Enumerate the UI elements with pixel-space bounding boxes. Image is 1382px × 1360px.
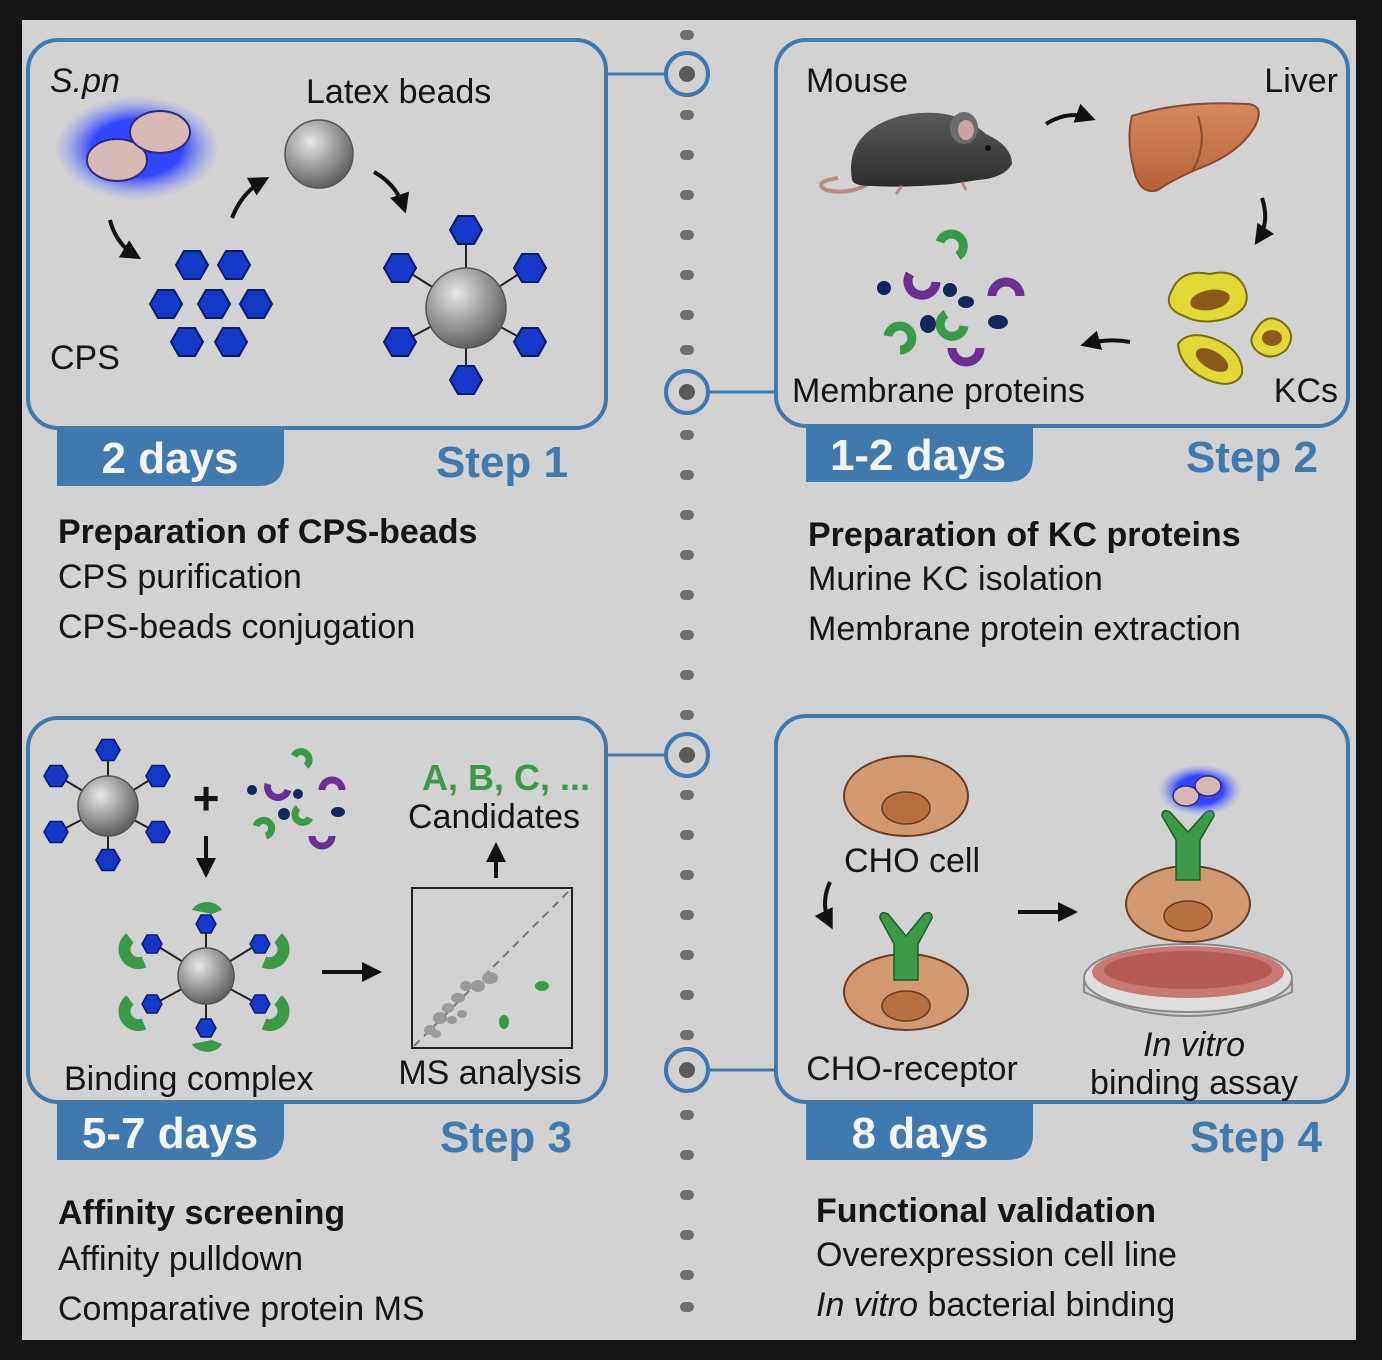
process-arrows-step4 (814, 881, 1078, 930)
label-latex-beads: Latex beads (306, 73, 491, 111)
step4-line2: In vitro bacterial binding (816, 1286, 1175, 1324)
step1-panel: S.pn Latex beads CPS (26, 38, 608, 646)
label-mouse: Mouse (806, 62, 908, 100)
process-arrows-step3 (196, 836, 506, 982)
label-binding-assay: binding assay (1090, 1064, 1298, 1102)
label-cho-cell: CHO cell (844, 842, 980, 880)
step2-panel: Mouse Liver KCs (774, 38, 1350, 648)
step3-panel: + (26, 716, 608, 1328)
liver-illustration (1128, 102, 1260, 192)
candidates-letters: A, B, C, ... (422, 757, 590, 798)
step4-line2-italic: In vitro (816, 1286, 918, 1324)
step2-line1: Murine KC isolation (808, 560, 1103, 598)
mouse-illustration (819, 112, 1012, 195)
step1-label: Step 1 (436, 438, 568, 487)
plus-sign: + (193, 772, 220, 824)
label-candidates: Candidates (408, 798, 580, 836)
step4-title: Functional validation (816, 1192, 1156, 1230)
cho-receptor-cell (843, 911, 969, 1031)
binding-complex (118, 902, 290, 1052)
connector-step3 (606, 732, 710, 778)
kupffer-cells (1168, 271, 1293, 385)
duration-step2: 1-2 days (830, 431, 1006, 480)
duration-step4: 8 days (852, 1109, 989, 1158)
connector-step4 (664, 1047, 776, 1093)
duration-step1: 2 days (102, 434, 239, 483)
cho-cell (843, 755, 969, 837)
label-ms-analysis: MS analysis (398, 1054, 581, 1092)
step3-label: Step 3 (440, 1113, 572, 1162)
step3-title: Affinity screening (58, 1194, 345, 1232)
bacteria-spn (55, 96, 219, 200)
latex-bead (284, 119, 354, 189)
cho-receptor-with-bacteria (1125, 764, 1251, 943)
label-spn: S.pn (50, 62, 120, 100)
label-kcs: KCs (1274, 372, 1338, 410)
label-in-vitro: In vitro (1143, 1026, 1245, 1064)
cps-bead-small (43, 738, 171, 872)
step1-line2: CPS-beads conjugation (58, 608, 415, 646)
duration-badge-step2 (806, 426, 1033, 482)
duration-badge-step3 (57, 1102, 284, 1160)
process-arrows-step2 (1044, 103, 1275, 350)
ms-scatter-plot (411, 887, 573, 1049)
step4-label: Step 4 (1190, 1113, 1323, 1162)
duration-badge-step4 (806, 1102, 1033, 1160)
label-cps: CPS (50, 339, 120, 377)
step2-label: Step 2 (1186, 433, 1318, 482)
step2-line2: Membrane protein extraction (808, 610, 1241, 648)
binding-assay-dish (1083, 943, 1293, 1017)
label-binding-complex: Binding complex (64, 1060, 313, 1098)
step1-title: Preparation of CPS-beads (58, 513, 477, 551)
duration-badge-step1 (57, 428, 284, 486)
membrane-proteins-mix (877, 229, 1025, 367)
process-arrows-step1 (108, 170, 410, 260)
step4-panel: CHO cell CHO-receptor In vitro binding (774, 714, 1350, 1324)
divider-dots (680, 30, 694, 1312)
step2-title: Preparation of KC proteins (808, 516, 1241, 554)
step4-line2-rest: bacterial binding (918, 1286, 1175, 1324)
label-membrane-proteins: Membrane proteins (792, 372, 1085, 410)
protein-mix-small (247, 748, 346, 850)
connector-step2 (664, 369, 776, 415)
step4-line1: Overexpression cell line (816, 1236, 1177, 1274)
duration-step3: 5-7 days (82, 1109, 258, 1158)
connector-step1 (606, 51, 710, 97)
label-liver: Liver (1264, 62, 1338, 100)
step3-line1: Affinity pulldown (58, 1240, 303, 1278)
workflow-figure: S.pn Latex beads CPS (22, 20, 1356, 1340)
cps-bead-conjugate (383, 215, 547, 395)
step1-line1: CPS purification (58, 558, 302, 596)
step3-line2: Comparative protein MS (58, 1290, 425, 1328)
label-cho-receptor: CHO-receptor (806, 1050, 1018, 1088)
